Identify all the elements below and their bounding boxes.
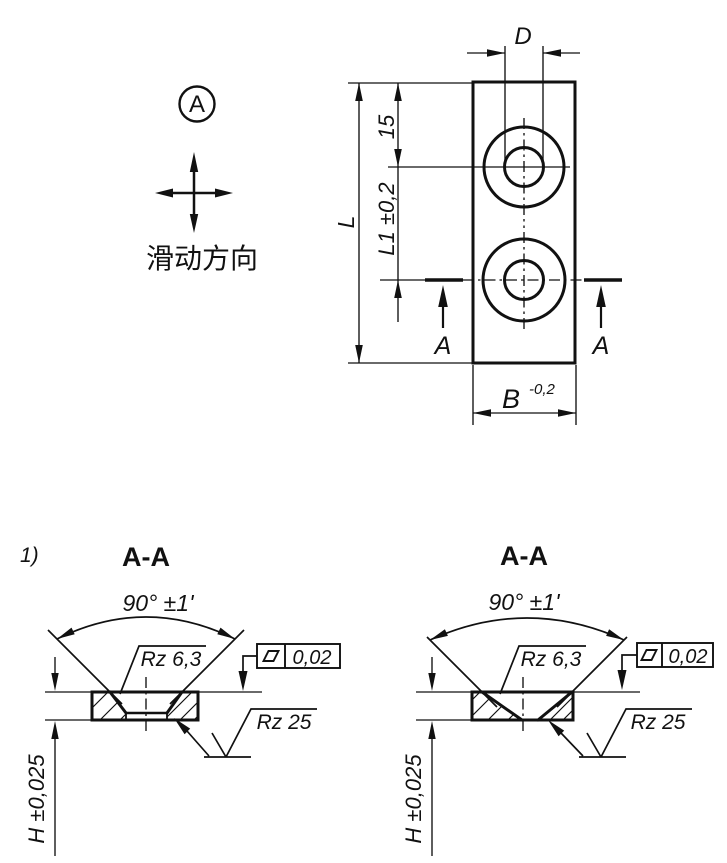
section-arrow-stems bbox=[441, 306, 603, 328]
flatness-frame-right: 0,02 bbox=[573, 642, 714, 693]
angle-arc-right bbox=[429, 617, 625, 641]
datum-circle-icon bbox=[178, 85, 216, 123]
cross-arrow-down bbox=[189, 214, 199, 233]
surface-top-label-right: Rz 6,3 bbox=[521, 648, 582, 671]
section-arrows: A A bbox=[433, 285, 610, 360]
dim-l1-15: 15 L1 ±0,2 bbox=[374, 83, 402, 322]
flatness-box-left bbox=[256, 643, 341, 669]
dim-h-right: H ±0,025 bbox=[401, 657, 472, 856]
hatch-lines-left-part bbox=[91, 691, 199, 721]
part-section-left bbox=[90, 677, 200, 733]
flatness-value-left: 0,02 bbox=[293, 647, 332, 669]
dim-b-extension-lines bbox=[472, 365, 577, 425]
dim-b-label: B bbox=[502, 384, 520, 414]
hatch-lines-right-part bbox=[471, 691, 574, 721]
dim-h-label-right: H ±0,025 bbox=[401, 754, 426, 844]
slide-direction-arrows-icon bbox=[155, 152, 233, 233]
cross-arrow-up bbox=[189, 152, 199, 172]
angle-arc-left bbox=[56, 616, 236, 640]
datum-symbol: A bbox=[178, 85, 216, 123]
dim-l1-arrow-top bbox=[394, 83, 402, 101]
surface-mark-top-left: Rz 6,3 bbox=[119, 645, 206, 695]
dim-h-arrow-bottom-left bbox=[51, 721, 59, 739]
dim-b-arrow-right bbox=[558, 409, 576, 417]
roughness-symbol-bottom-left-icon bbox=[186, 708, 317, 758]
dim-d-label: D bbox=[514, 23, 531, 50]
dim-l-extension-lines bbox=[348, 82, 473, 364]
cross-arrow-left bbox=[155, 188, 173, 198]
footnote-marker: 1) bbox=[20, 544, 39, 567]
angle-label-right: 90° ±1' bbox=[489, 589, 562, 615]
angle-arc-arrow-r2 bbox=[606, 629, 624, 640]
angle-arc-arrow-r bbox=[217, 627, 235, 639]
dim-d-arrow-left bbox=[487, 49, 505, 57]
roughness-symbol-top-left-icon bbox=[119, 645, 206, 695]
section-label-left: A bbox=[433, 332, 452, 360]
flatness-leader-arrow-right bbox=[617, 670, 627, 690]
slide-direction-label: 滑动方向 bbox=[146, 243, 258, 274]
datum-label: A bbox=[189, 91, 205, 118]
angle-dim-left: 90° ±1' bbox=[47, 590, 245, 705]
section-left-title: A-A bbox=[122, 542, 170, 572]
surface-bottom-label-right: Rz 25 bbox=[631, 711, 686, 734]
dim-l1-label: L1 ±0,2 bbox=[374, 182, 399, 255]
dim-b: B -0,2 bbox=[472, 365, 577, 425]
cross-arrow-right bbox=[215, 188, 233, 198]
angle-arc-arrow-l2 bbox=[430, 629, 448, 640]
dim-l-arrow-bottom bbox=[355, 345, 363, 363]
dim-d-arrow-right bbox=[543, 49, 561, 57]
section-view-right: A-A 90° ±1' H ±0,025 Rz 6,3 bbox=[401, 541, 714, 856]
flatness-symbol-icon-left bbox=[261, 650, 281, 662]
flatness-box-right bbox=[636, 642, 714, 668]
part-outline-left bbox=[90, 690, 200, 722]
roughness-leader-arrow-left bbox=[174, 718, 191, 735]
dim-h-arrow-top-left bbox=[51, 673, 59, 691]
dim-h-left: H ±0,025 bbox=[24, 657, 92, 856]
surface-bottom-label-left: Rz 25 bbox=[257, 711, 312, 734]
dim-l1-arrow-bottom bbox=[394, 280, 402, 298]
section-arrow-right bbox=[596, 285, 606, 307]
section-label-right: A bbox=[591, 332, 610, 360]
dim-l-label: L bbox=[333, 216, 359, 229]
roughness-leader-arrow-right bbox=[548, 720, 565, 737]
flatness-leader-arrow-left bbox=[238, 671, 248, 691]
top-view: A 滑动方向 bbox=[146, 23, 622, 425]
dim-h-label-left: H ±0,025 bbox=[24, 754, 49, 844]
surface-mark-top-right: Rz 6,3 bbox=[499, 645, 586, 695]
dim-b-tolerance: -0,2 bbox=[529, 381, 556, 398]
dim-h-arrow-top-right bbox=[428, 673, 436, 691]
flatness-symbol-icon-right bbox=[639, 649, 659, 661]
plate-outline bbox=[471, 80, 577, 365]
dim-b-arrow-left bbox=[473, 409, 491, 417]
dim-d-extension-lines bbox=[504, 46, 544, 172]
dim-l-arrow-top bbox=[355, 83, 363, 101]
angle-label-left: 90° ±1' bbox=[123, 590, 196, 616]
roughness-symbol-bottom-right-icon bbox=[560, 708, 692, 758]
surface-top-label-left: Rz 6,3 bbox=[141, 648, 202, 671]
section-view-left: 1) A-A 90° ±1' H ±0,025 bbox=[20, 542, 341, 856]
section-right-title: A-A bbox=[500, 541, 548, 571]
dim-l: L bbox=[333, 82, 473, 364]
dim-h-extensions-left bbox=[45, 691, 92, 721]
roughness-symbol-top-right-icon bbox=[499, 645, 586, 695]
flatness-frame-left: 0,02 bbox=[198, 643, 341, 693]
section-arrow-left bbox=[438, 285, 448, 307]
angle-arc-arrow-l bbox=[57, 627, 75, 639]
dim-h-extensions-right bbox=[416, 691, 472, 721]
dim-h-arrow-bottom-right bbox=[428, 721, 436, 739]
surface-mark-bottom-right: Rz 25 bbox=[548, 708, 692, 758]
flatness-value-right: 0,02 bbox=[669, 646, 708, 668]
dim-15-label: 15 bbox=[374, 114, 399, 139]
cross-lines bbox=[172, 170, 216, 216]
part-section-right bbox=[470, 677, 575, 733]
dim-d: D bbox=[467, 23, 580, 172]
surface-mark-bottom-left: Rz 25 bbox=[174, 708, 317, 758]
flatness-leader-right bbox=[621, 654, 637, 670]
dim-15-arrow-bottom bbox=[394, 149, 402, 167]
flatness-leader-left bbox=[242, 655, 257, 671]
